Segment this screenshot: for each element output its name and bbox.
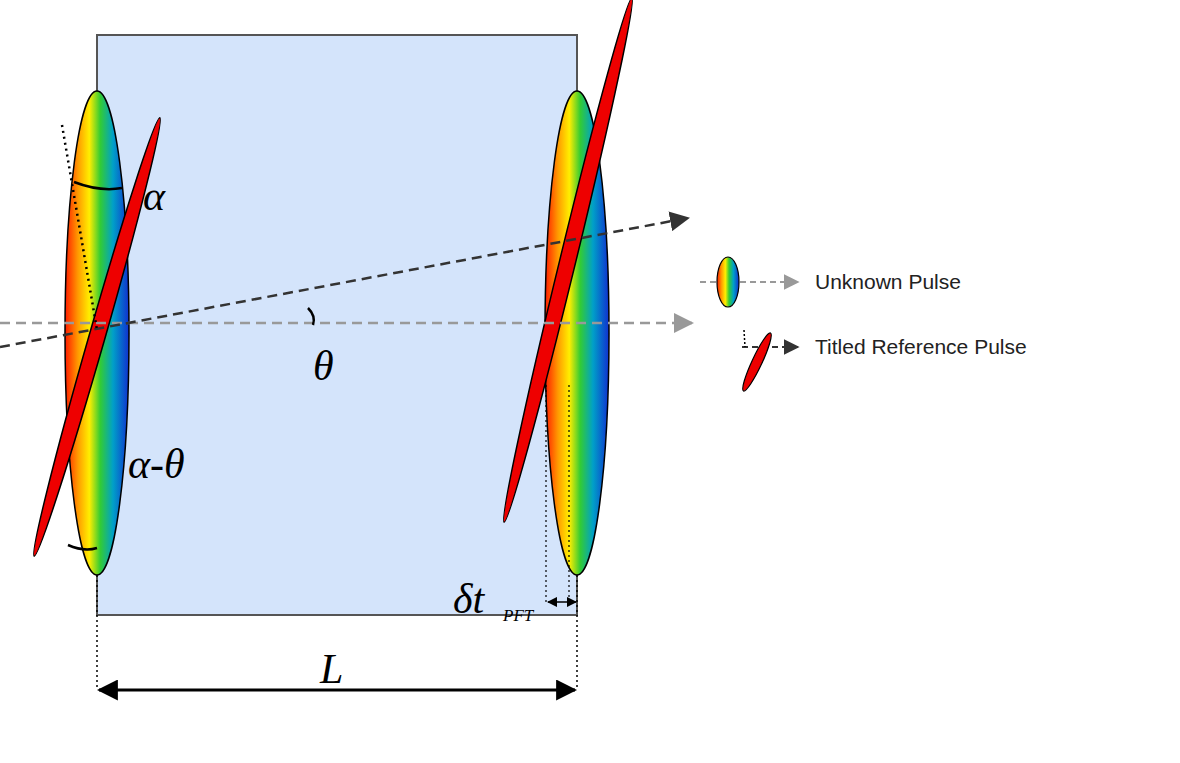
dimension-extension [576, 575, 578, 690]
dimension-subscript: PFT [503, 607, 533, 624]
legend-text: Titled Reference Pulse [815, 336, 1027, 357]
legend-unknown-pulse [717, 257, 739, 307]
dimension-extension [568, 385, 569, 605]
crystal [97, 35, 577, 615]
dimension-label: L [320, 648, 343, 690]
angle-label: θ [313, 345, 334, 387]
reference-pulse [496, 0, 639, 524]
pft-dimension [548, 601, 576, 603]
unknown-beam-axis [0, 322, 692, 325]
legend-text: Unknown Pulse [815, 271, 961, 292]
legend-beam [700, 281, 798, 283]
alpha-arc [74, 182, 122, 189]
legend-reference-pulse [739, 331, 775, 393]
legend-beam [742, 346, 798, 348]
dimension-label: δt [453, 578, 484, 620]
pulse-front-normal [62, 125, 97, 330]
reference-beam-axis [0, 218, 688, 347]
dimension-extension [96, 575, 98, 690]
theta-arc [308, 308, 314, 325]
angle-label: α [143, 175, 165, 217]
alpha-theta-arc [68, 545, 97, 549]
legend-normal [744, 330, 745, 347]
dimension-extension [545, 385, 546, 605]
angle-label: α-θ [128, 443, 185, 485]
